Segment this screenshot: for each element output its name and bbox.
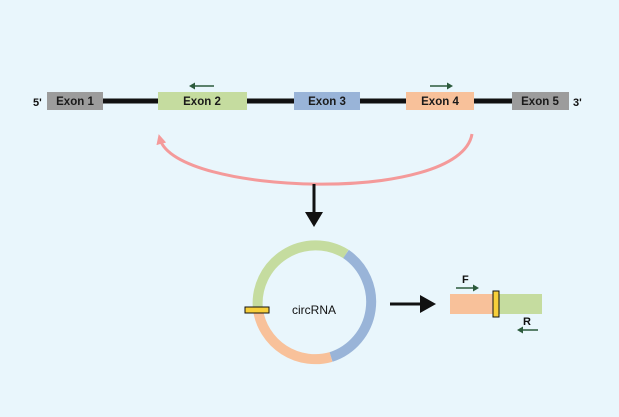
exon-1-box [47,92,103,110]
ring-segment-blue [329,249,377,362]
exon-1-label: Exon 1 [56,96,94,108]
back-splice-junction-marker [244,306,270,314]
backsplice-arc [156,133,474,186]
circrna-label: circRNA [292,303,336,317]
reverse-primer-arrow-exon2 [189,82,214,90]
product-junction-marker [492,290,500,318]
exon-5: Exon 5 [512,92,569,110]
exon-5-box [512,92,569,110]
exon-1: Exon 1 [47,92,103,110]
right-arrow [390,295,436,313]
product-exon2-part [496,294,542,314]
exon-3: Exon 3 [294,92,360,110]
ring-segment-orange [253,309,333,365]
exon-4-label: Exon 4 [421,96,459,108]
exon-2: Exon 2 [158,92,247,110]
circrna-ring [252,240,377,365]
five-prime-label: 5' [33,97,42,109]
ring-segment-green [252,240,349,311]
exon-5-label: Exon 5 [521,96,559,108]
reverse-primer: R [517,316,538,334]
exon-4: Exon 4 [406,92,474,110]
reverse-primer-label: R [523,316,531,328]
forward-primer-label: F [462,274,469,286]
pcr-product: F R [450,274,542,334]
exon-4-box [406,92,474,110]
exon-3-box [294,92,360,110]
three-prime-label: 3' [573,97,582,109]
down-arrow [305,184,323,227]
exon-2-box [158,92,247,110]
exon-2-label: Exon 2 [183,96,221,108]
product-exon4-part [450,294,496,314]
pre-mrna: 5' Exon 1 Exon 2 Exon 3 Exon 4 Exon 5 3' [33,82,582,110]
forward-primer: F [456,274,479,292]
forward-primer-arrow-exon4 [430,82,453,90]
exon-3-label: Exon 3 [308,96,346,108]
